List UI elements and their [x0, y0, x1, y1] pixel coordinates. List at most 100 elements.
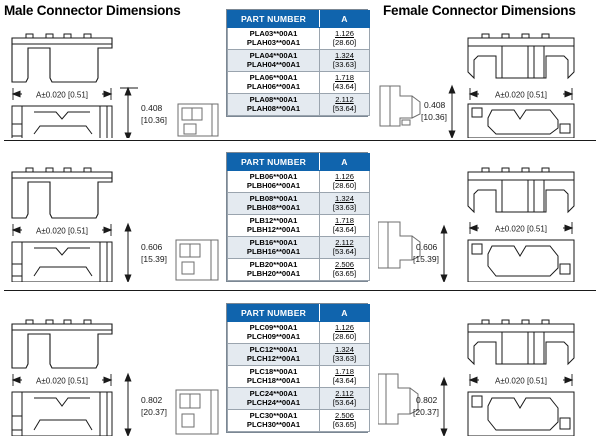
dim-a-inches: 1.126 — [334, 29, 354, 38]
table-row[interactable]: PLA03**00A1 PLAH03**00A1 1.126 [28.60] — [227, 27, 370, 50]
part-number-bottom: PLCH18**00A1 — [246, 376, 301, 386]
cell-part-number: PLB12**00A1 PLBH12**00A1 — [227, 213, 320, 237]
cell-part-number: PLC09**00A1 PLCH09**00A1 — [227, 321, 320, 344]
dim-a-inches: 1.126 — [334, 323, 354, 332]
table-row[interactable]: PLA06**00A1 PLAH06**00A1 1.718 [43.64] — [227, 70, 370, 94]
part-number-table-pla: PART NUMBER A PLA03**00A1 PLAH03**00A1 1… — [226, 9, 370, 117]
section-divider-2 — [4, 290, 596, 291]
part-number-bottom: PLAH04**00A1 — [246, 60, 301, 70]
table-row[interactable]: PLC24**00A1 PLCH24**00A1 2.112 [53.64] — [227, 386, 370, 410]
table-body-plb: PLB06**00A1 PLBH06**00A1 1.126 [28.60] P… — [227, 170, 370, 281]
dim-a-inches: 1.126 — [334, 172, 354, 181]
part-number-bottom: PLCH30**00A1 — [246, 420, 301, 430]
cell-dimension-a: 1.126 [28.60] — [319, 321, 370, 344]
column-header-a: A — [319, 10, 370, 28]
table-row[interactable]: PLC18**00A1 PLCH18**00A1 1.718 [43.64] — [227, 364, 370, 388]
part-number-top: PLB20**00A1 — [249, 259, 298, 269]
dimension-height-mm-row1-female: [10.36] — [421, 112, 447, 122]
table-row[interactable]: PLC09**00A1 PLCH09**00A1 1.126 [28.60] — [227, 321, 370, 344]
part-number-top: PLA03**00A1 — [249, 29, 298, 38]
dim-a-mm: [43.64] — [332, 82, 357, 92]
part-number-top: PLB12**00A1 — [249, 215, 298, 225]
part-number-top: PLA08**00A1 — [249, 94, 298, 104]
dimension-height-in-row1: 0.408 — [141, 103, 163, 113]
dim-a-mm: [53.64] — [332, 247, 357, 257]
table-body-plc: PLC09**00A1 PLCH09**00A1 1.126 [28.60] P… — [227, 321, 370, 432]
part-number-table-plc: PART NUMBER A PLC09**00A1 PLCH09**00A1 1… — [226, 303, 370, 433]
male-connector-drawing-row3: A±0.020 [0.51] 0.802 [20.37] — [4, 310, 220, 436]
column-header-part-number: PART NUMBER — [227, 304, 320, 322]
dim-a-mm: [43.64] — [332, 376, 357, 386]
table-row[interactable]: PLC30**00A1 PLCH30**00A1 2.506 [63.65] — [227, 408, 370, 432]
table-row[interactable]: PLB08**00A1 PLBH08**00A1 1.324 [33.63] — [227, 191, 370, 215]
cell-dimension-a: 2.506 [63.65] — [319, 257, 370, 281]
dim-a-inches: 2.506 — [334, 259, 354, 269]
part-number-bottom: PLBH12**00A1 — [246, 225, 301, 235]
cell-part-number: PLA08**00A1 PLAH08**00A1 — [227, 92, 320, 116]
column-header-a: A — [319, 304, 370, 322]
part-number-bottom: PLAH06**00A1 — [246, 82, 301, 92]
dim-a-mm: [53.64] — [332, 398, 357, 408]
dim-a-inches: 2.506 — [334, 410, 354, 420]
part-number-bottom: PLBH08**00A1 — [246, 203, 301, 213]
cell-dimension-a: 1.324 [33.63] — [319, 48, 370, 72]
dim-a-mm: [28.60] — [332, 181, 357, 191]
part-number-top: PLB16**00A1 — [249, 237, 298, 247]
dim-a-inches: 2.112 — [335, 388, 354, 398]
female-connector-drawing-row1: 0.408 [10.36] — [378, 26, 596, 138]
cell-part-number: PLB08**00A1 PLBH08**00A1 — [227, 191, 320, 215]
column-header-a: A — [319, 153, 370, 171]
dim-a-inches: 1.718 — [334, 72, 354, 82]
female-connector-drawing-row3: 0.802 [20.37] A± — [378, 310, 596, 436]
column-header-part-number: PART NUMBER — [227, 10, 320, 28]
cell-dimension-a: 2.506 [63.65] — [319, 408, 370, 432]
dimension-height-in-row3: 0.802 — [141, 395, 163, 405]
table-row[interactable]: PLB12**00A1 PLBH12**00A1 1.718 [43.64] — [227, 213, 370, 237]
male-connector-drawing-row2: A±0.020 [0.51] 0.606 [15.39] — [4, 160, 220, 282]
dimension-a-label-row3-female: A±0.020 [0.51] — [495, 377, 547, 386]
cell-dimension-a: 2.112 [53.64] — [319, 386, 370, 410]
cell-part-number: PLA03**00A1 PLAH03**00A1 — [227, 27, 320, 50]
cell-part-number: PLA04**00A1 PLAH04**00A1 — [227, 48, 320, 72]
cell-part-number: PLC18**00A1 PLCH18**00A1 — [227, 364, 320, 388]
cell-dimension-a: 2.112 [53.64] — [319, 92, 370, 116]
table-row[interactable]: PLC12**00A1 PLCH12**00A1 1.324 [33.63] — [227, 342, 370, 366]
cell-dimension-a: 1.324 [33.63] — [319, 191, 370, 215]
cell-part-number: PLB06**00A1 PLBH06**00A1 — [227, 170, 320, 193]
dim-a-inches: 2.112 — [335, 237, 354, 247]
cell-part-number: PLC24**00A1 PLCH24**00A1 — [227, 386, 320, 410]
dim-a-mm: [33.63] — [332, 354, 357, 364]
part-number-top: PLC24**00A1 — [249, 388, 298, 398]
dim-a-mm: [28.60] — [332, 38, 357, 48]
part-number-top: PLA06**00A1 — [249, 72, 298, 82]
table-row[interactable]: PLA08**00A1 PLAH08**00A1 2.112 [53.64] — [227, 92, 370, 116]
dim-a-mm: [28.60] — [332, 332, 357, 342]
dimension-height-in-row2: 0.606 — [141, 242, 163, 252]
dimension-height-mm-row3: [20.37] — [141, 407, 167, 417]
part-number-bottom: PLCH24**00A1 — [246, 398, 301, 408]
section-divider-1 — [4, 140, 596, 141]
dimension-a-label-row2-female: A±0.020 [0.51] — [495, 225, 547, 234]
dim-a-mm: [63.65] — [332, 420, 357, 430]
dimension-a-label-row3: A±0.020 [0.51] — [36, 377, 88, 386]
dimension-height-in-row3-female: 0.802 — [416, 395, 438, 405]
dimension-a-label: A±0.020 [0.51] — [36, 91, 88, 100]
part-number-bottom: PLBH06**00A1 — [246, 181, 301, 191]
dimension-a-label-row2: A±0.020 [0.51] — [36, 227, 88, 236]
part-number-bottom: PLCH12**00A1 — [246, 354, 301, 364]
dim-a-mm: [53.64] — [332, 104, 357, 114]
dim-a-mm: [33.63] — [332, 203, 357, 213]
table-row[interactable]: PLB06**00A1 PLBH06**00A1 1.126 [28.60] — [227, 170, 370, 193]
column-header-part-number: PART NUMBER — [227, 153, 320, 171]
male-connector-drawing-row1: A±0.020 [0.51] 0.408 [10.36] — [4, 26, 220, 138]
dim-a-mm: [33.63] — [332, 60, 357, 70]
table-row[interactable]: PLA04**00A1 PLAH04**00A1 1.324 [33.63] — [227, 48, 370, 72]
table-row[interactable]: PLB16**00A1 PLBH16**00A1 2.112 [53.64] — [227, 235, 370, 259]
table-header-row: PART NUMBER A — [227, 304, 370, 322]
dimension-height-mm-row1: [10.36] — [141, 115, 167, 125]
part-number-top: PLC09**00A1 — [249, 323, 298, 332]
table-row[interactable]: PLB20**00A1 PLBH20**00A1 2.506 [63.65] — [227, 257, 370, 281]
dim-a-inches: 1.324 — [334, 50, 354, 60]
cell-dimension-a: 2.112 [53.64] — [319, 235, 370, 259]
